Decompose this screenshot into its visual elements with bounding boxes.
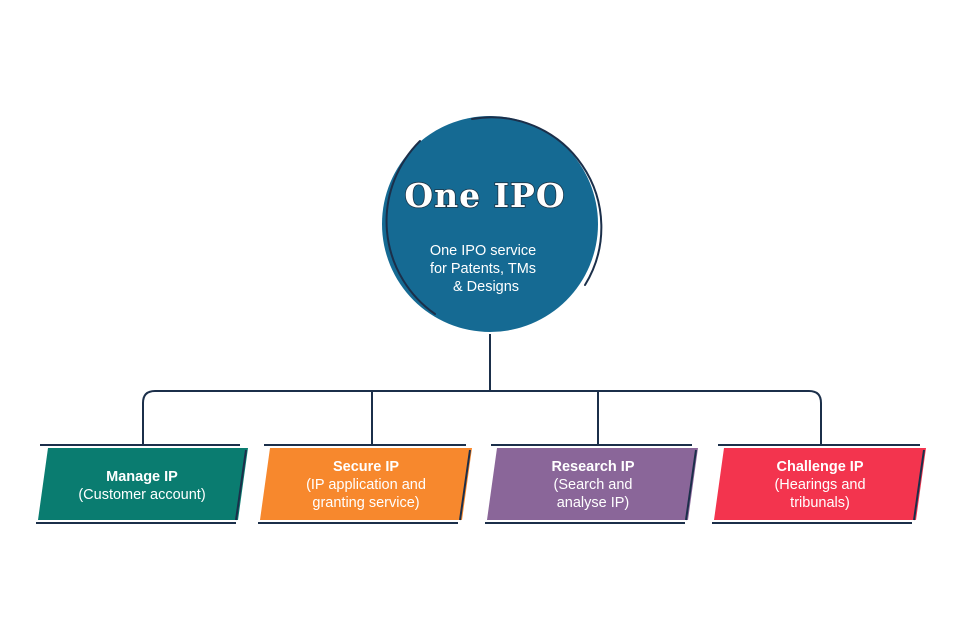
node-challenge-ip: Challenge IP (Hearings and tribunals) (712, 444, 926, 524)
node-challenge-ip-title: Challenge IP (776, 459, 863, 475)
node-manage-ip-box (38, 448, 248, 520)
node-secure-ip-box (260, 448, 472, 520)
node-manage-ip-subtitle-line-1: (Customer account) (78, 487, 205, 503)
connectors (142, 334, 822, 446)
root-title: One IPO (404, 176, 565, 215)
node-secure-ip-subtitle-line-2: granting service) (312, 495, 419, 511)
node-secure-ip-outline (258, 444, 471, 524)
node-secure-ip-title: Secure IP (333, 459, 399, 475)
node-research-ip-subtitle-line-2: analyse IP) (557, 495, 630, 511)
node-challenge-ip-subtitle-line-1: (Hearings and (774, 477, 865, 493)
node-manage-ip-title: Manage IP (106, 469, 178, 485)
horizontal-bus-line (142, 390, 822, 446)
root-subtitle-line-1: One IPO service (430, 243, 536, 259)
node-manage-ip-outline (36, 444, 247, 524)
node-challenge-ip-box (714, 448, 926, 520)
node-research-ip-outline (485, 444, 697, 524)
root-circle (382, 116, 598, 332)
node-manage-ip: Manage IP (Customer account) (36, 444, 248, 524)
node-secure-ip: Secure IP (IP application and granting s… (258, 444, 472, 524)
node-secure-ip-subtitle-line-1: (IP application and (306, 477, 426, 493)
node-challenge-ip-outline (712, 444, 925, 524)
node-research-ip: Research IP (Search and analyse IP) (485, 444, 698, 524)
node-research-ip-title: Research IP (551, 459, 634, 475)
root-node: One IPO One IPO service for Patents, TMs… (382, 116, 603, 332)
node-research-ip-box (487, 448, 698, 520)
root-subtitle-line-3: & Designs (453, 279, 519, 295)
node-challenge-ip-subtitle-line-2: tribunals) (790, 495, 850, 511)
root-sketch-outline-right (471, 116, 603, 286)
root-subtitle-line-2: for Patents, TMs (430, 261, 536, 277)
root-sketch-outline-left (385, 140, 436, 315)
node-research-ip-subtitle-line-1: (Search and (554, 477, 633, 493)
